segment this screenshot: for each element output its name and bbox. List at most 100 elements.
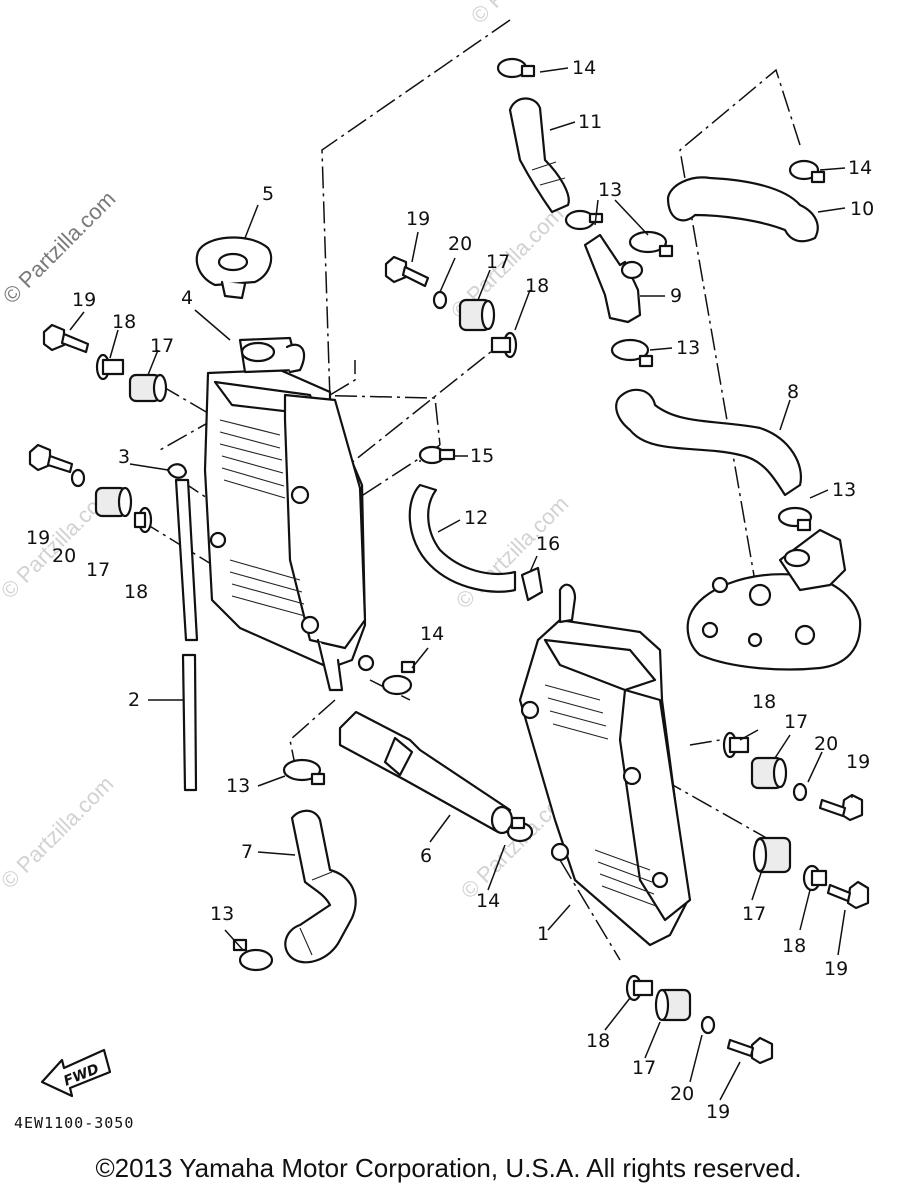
hose-11[interactable] xyxy=(508,97,570,214)
washer-20c[interactable] xyxy=(792,782,808,802)
hose-12[interactable] xyxy=(408,483,517,593)
callout-4: 4 xyxy=(181,287,193,309)
pipe-6[interactable] xyxy=(338,710,514,835)
callout-20: 20 xyxy=(448,233,472,255)
callout-17: 17 xyxy=(486,251,510,273)
cylinder-head xyxy=(686,528,862,671)
callout-19: 19 xyxy=(72,289,96,311)
right-radiator[interactable] xyxy=(518,583,692,947)
grommet-17a[interactable] xyxy=(128,373,168,403)
callout-8: 8 xyxy=(787,381,799,403)
callout-10: 10 xyxy=(850,198,874,220)
callout-3: 3 xyxy=(118,446,130,468)
bolt-19d[interactable] xyxy=(818,793,864,822)
callout-6: 6 xyxy=(420,845,432,867)
callout-18: 18 xyxy=(586,1030,610,1052)
callout-18: 18 xyxy=(112,311,136,333)
callout-13: 13 xyxy=(226,775,250,797)
callout-19: 19 xyxy=(26,527,50,549)
leader-lines xyxy=(69,67,853,1101)
callout-17: 17 xyxy=(150,335,174,357)
copyright-notice: ©2013 Yamaha Motor Corporation, U.S.A. A… xyxy=(95,1153,802,1183)
hose-clamp-13f[interactable] xyxy=(232,938,274,972)
hose-clamp-14a[interactable] xyxy=(496,57,536,79)
collar-18c[interactable] xyxy=(133,506,153,534)
callout-14: 14 xyxy=(848,157,872,179)
hose-8[interactable] xyxy=(615,388,803,497)
hose-clamp-14c[interactable] xyxy=(381,660,416,696)
clamp-3[interactable] xyxy=(166,463,188,479)
washer-20d[interactable] xyxy=(700,1015,716,1035)
callout-13: 13 xyxy=(676,337,700,359)
callout-18: 18 xyxy=(782,935,806,957)
watermark-faint: © Partzilla.com xyxy=(466,0,589,29)
hose-clamp-14d[interactable] xyxy=(506,816,534,843)
clamp-15[interactable] xyxy=(418,445,456,465)
callout-19: 19 xyxy=(846,751,870,773)
callout-14: 14 xyxy=(476,890,500,912)
callout-5: 5 xyxy=(262,183,274,205)
callout-14: 14 xyxy=(420,623,444,645)
washer-20a[interactable] xyxy=(432,290,448,310)
callouts: 1 2 3 4 5 6 7 8 9 10 11 12 13 13 13 13 1… xyxy=(26,57,874,1123)
callout-2: 2 xyxy=(128,689,140,711)
hose-clamp-13d[interactable] xyxy=(777,506,813,532)
bolt-19b[interactable] xyxy=(384,255,430,288)
callout-14: 14 xyxy=(572,57,596,79)
callout-13: 13 xyxy=(598,179,622,201)
callout-13: 13 xyxy=(210,903,234,925)
callout-16: 16 xyxy=(536,533,560,555)
radiator-cap[interactable] xyxy=(195,236,273,300)
left-radiator[interactable] xyxy=(203,336,375,692)
bolt-19c[interactable] xyxy=(28,443,74,474)
collar-18b[interactable] xyxy=(490,331,518,359)
washer-20b[interactable] xyxy=(70,468,86,488)
callout-20: 20 xyxy=(52,545,76,567)
callout-19: 19 xyxy=(706,1101,730,1123)
callout-18: 18 xyxy=(124,581,148,603)
overflow-hose[interactable] xyxy=(174,478,199,792)
callout-17: 17 xyxy=(784,711,808,733)
callout-19: 19 xyxy=(406,208,430,230)
callout-1: 1 xyxy=(537,923,549,945)
callout-17: 17 xyxy=(742,903,766,925)
callout-15: 15 xyxy=(470,445,494,467)
collar-18a[interactable] xyxy=(95,353,125,381)
diagram-code: 4EW1100-3050 xyxy=(14,1114,135,1132)
callout-11: 11 xyxy=(578,111,602,133)
grommet-17b[interactable] xyxy=(458,298,496,332)
hose-7[interactable] xyxy=(284,809,357,964)
grommet-17d[interactable] xyxy=(750,756,788,790)
fwd-arrow: FWD xyxy=(40,1048,112,1098)
callout-19: 19 xyxy=(824,958,848,980)
grommet-17f[interactable] xyxy=(654,988,692,1022)
bolt-19f[interactable] xyxy=(726,1036,774,1065)
callout-18: 18 xyxy=(525,275,549,297)
callout-20: 20 xyxy=(814,733,838,755)
collar-18d[interactable] xyxy=(722,731,750,759)
callout-17: 17 xyxy=(86,559,110,581)
callout-17: 17 xyxy=(632,1057,656,1079)
bolt-19a[interactable] xyxy=(42,323,90,354)
hose-10[interactable] xyxy=(666,176,819,243)
callout-12: 12 xyxy=(464,507,488,529)
callout-18: 18 xyxy=(752,691,776,713)
watermark-faint: © Partzilla.com xyxy=(0,771,118,894)
watermark-main: © Partzilla.com xyxy=(0,186,120,309)
callout-13: 13 xyxy=(832,479,856,501)
callout-7: 7 xyxy=(241,841,253,863)
callout-9: 9 xyxy=(670,285,682,307)
grommet-17e[interactable] xyxy=(752,836,792,874)
collar-18e[interactable] xyxy=(802,864,828,892)
bolt-19e[interactable] xyxy=(826,880,870,910)
pipe-9[interactable] xyxy=(583,233,644,324)
hose-clamp-13c[interactable] xyxy=(610,338,654,368)
hose-clamp-13e[interactable] xyxy=(282,758,326,786)
grommet-17c[interactable] xyxy=(94,486,133,518)
hose-clamp-14b[interactable] xyxy=(788,159,826,184)
collar-18f[interactable] xyxy=(625,974,654,1002)
clamp-16[interactable] xyxy=(520,566,544,602)
hose-clamp-13b[interactable] xyxy=(628,230,674,258)
callout-20: 20 xyxy=(670,1083,694,1105)
